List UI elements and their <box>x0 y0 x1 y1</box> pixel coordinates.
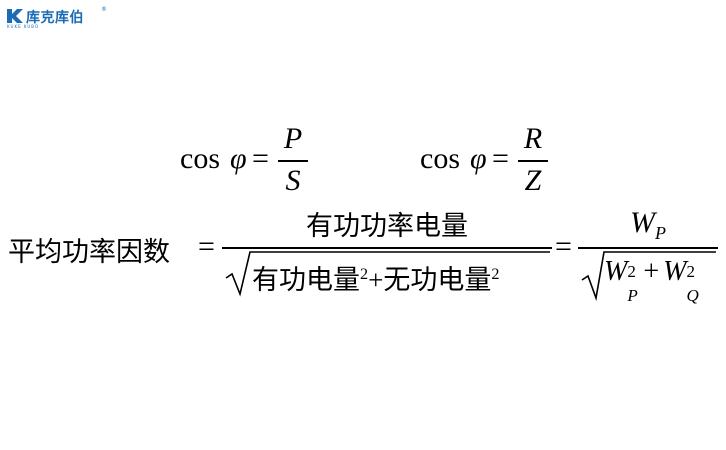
brand-logo-icon <box>7 9 23 23</box>
exp-2: 2 <box>360 265 369 283</box>
formula-cos-ps: cos φ = P S <box>180 122 320 202</box>
fraction-bar <box>578 247 718 249</box>
numerator-wp: WP <box>630 206 666 243</box>
average-power-factor-label: 平均功率因数 <box>8 237 170 268</box>
brand-logo: 库克库伯 ® KUKE KUBO <box>6 6 126 30</box>
square-root: 有功电量2+无功电量2 <box>224 250 550 298</box>
equals-sign: = <box>492 142 509 175</box>
phi-symbol: φ <box>230 142 247 175</box>
radical-sign-icon <box>225 251 550 297</box>
plus-sign: + <box>643 256 660 287</box>
fraction-bar <box>222 247 552 249</box>
fraction-r-over-z: R Z <box>518 122 548 202</box>
equals-sign-1: = <box>198 230 215 263</box>
equals-sign: = <box>252 142 269 175</box>
phi-symbol: φ <box>470 142 487 175</box>
radical-sign-icon <box>581 251 716 302</box>
fraction-p-over-s: P S <box>278 122 308 202</box>
equals-sign-2: = <box>555 230 572 263</box>
denominator-z: Z <box>524 164 542 197</box>
radicand-active: 有功电量2+无功电量2 <box>252 265 500 296</box>
cos-label: cos <box>420 142 460 175</box>
exp-2: 2 <box>491 265 500 283</box>
plus-sign: + <box>368 265 384 295</box>
brand-name: 库克库伯 <box>26 10 84 26</box>
cos-label: cos <box>180 142 220 175</box>
denominator-s: S <box>285 164 301 197</box>
fraction-bar <box>518 160 548 162</box>
fraction-bar <box>278 160 308 162</box>
numerator-p: P <box>283 122 303 155</box>
formula-cos-rz: cos φ = R Z <box>420 122 560 202</box>
numerator-r: R <box>523 122 543 155</box>
fraction-energy-ratio: 有功功率电量 有功电量2+无功电量2 <box>222 200 552 310</box>
numerator-active-energy: 有功功率电量 <box>306 211 468 242</box>
registered-mark: ® <box>101 6 107 13</box>
brand-subtitle: KUKE KUBO <box>7 24 40 29</box>
